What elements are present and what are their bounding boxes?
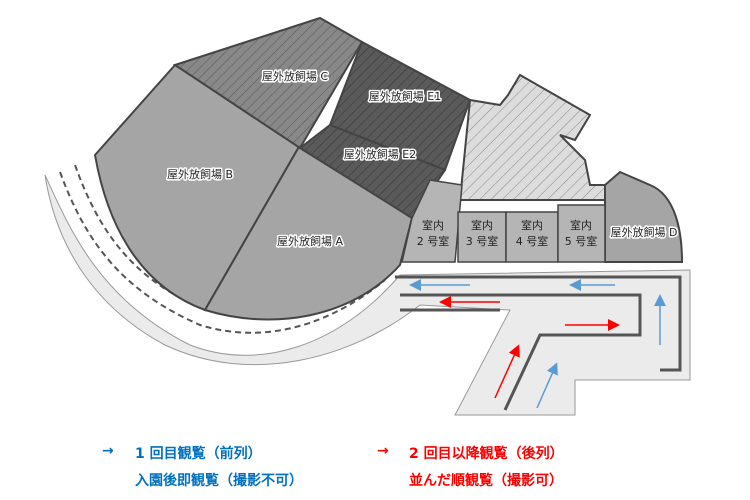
room-2-number: 2 号室 xyxy=(417,234,450,248)
legend-first-note: 入園後即観覧（撮影不可） xyxy=(135,473,303,489)
room-3-label: 室内 xyxy=(471,218,493,232)
legend-second-title: 2 回目以降観覧（後列） xyxy=(409,446,564,462)
second-view-arrows xyxy=(439,296,620,399)
area-b-label: 屋外放飼場 B xyxy=(167,167,233,181)
road-dashes xyxy=(59,171,386,334)
first-view-arrows xyxy=(409,279,666,409)
area-d-label: 屋外放飼場 D xyxy=(611,225,678,239)
legend-first-arrow: → xyxy=(102,443,114,459)
area-c-label: 屋外放飼場 C xyxy=(262,69,328,83)
area-d xyxy=(604,170,684,263)
room-2-label: 室内 xyxy=(422,218,444,232)
indoor-rooms xyxy=(401,179,606,263)
room-4-label: 室内 xyxy=(521,218,543,232)
room-5-label: 室内 xyxy=(570,218,592,232)
legend-second-arrow: → xyxy=(377,443,389,459)
outer-path xyxy=(44,174,691,416)
area-e2-label: 屋外放飼場 E2 xyxy=(344,147,416,161)
area-a-label: 屋外放飼場 A xyxy=(277,234,343,248)
area-a xyxy=(203,143,414,321)
room-4-number: 4 号室 xyxy=(516,234,549,248)
legend-second-note: 並んだ順観覧（撮影可） xyxy=(409,473,563,489)
legend-first-title: 1 回目観覧（前列） xyxy=(135,446,262,462)
room-3-number: 3 号室 xyxy=(466,234,499,248)
indoor-building xyxy=(458,73,611,201)
area-e1-label: 屋外放飼場 E1 xyxy=(369,89,441,103)
room-5-number: 5 号室 xyxy=(565,234,598,248)
